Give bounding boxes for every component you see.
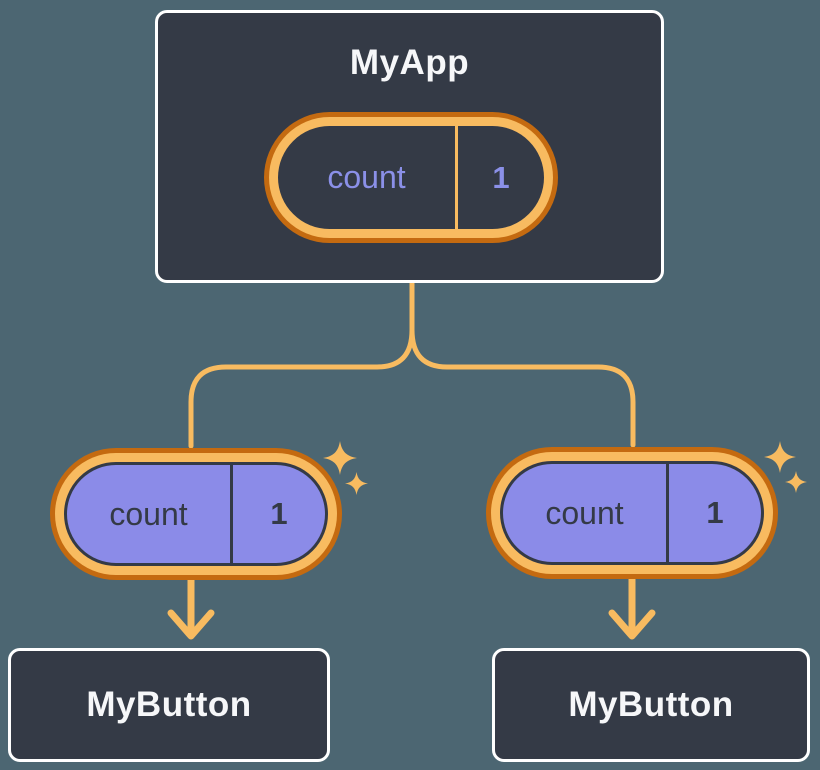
- state-name-label: count: [109, 495, 188, 532]
- state-name-label: count: [545, 494, 624, 531]
- component-node-mybutton-right: MyButton: [492, 648, 810, 762]
- component-title: MyApp: [349, 43, 470, 82]
- state-pill-divider: [455, 126, 458, 229]
- arrow-down-left-icon: [167, 576, 215, 640]
- state-pill-myapp: count 1: [264, 112, 558, 243]
- state-pill-divider: [666, 464, 669, 562]
- arrow-down-right-icon: [608, 575, 656, 640]
- component-title: MyButton: [568, 685, 734, 724]
- state-value-label: 1: [270, 496, 288, 531]
- state-pill-divider: [230, 465, 233, 563]
- state-pill-mybutton-right: count 1: [486, 447, 778, 579]
- branch-right-connector: [409, 281, 636, 448]
- component-title: MyButton: [86, 685, 252, 724]
- state-name-label: count: [327, 159, 406, 195]
- state-pill-mybutton-left: count 1: [50, 448, 342, 580]
- state-value-label: 1: [492, 159, 510, 195]
- component-node-mybutton-left: MyButton: [8, 648, 330, 762]
- state-pill-ring: count 1: [55, 453, 337, 575]
- state-pill-ring: count 1: [269, 117, 553, 238]
- state-value-label: 1: [706, 495, 724, 530]
- branch-left-connector: [188, 281, 415, 449]
- state-pill-ring: count 1: [491, 452, 773, 574]
